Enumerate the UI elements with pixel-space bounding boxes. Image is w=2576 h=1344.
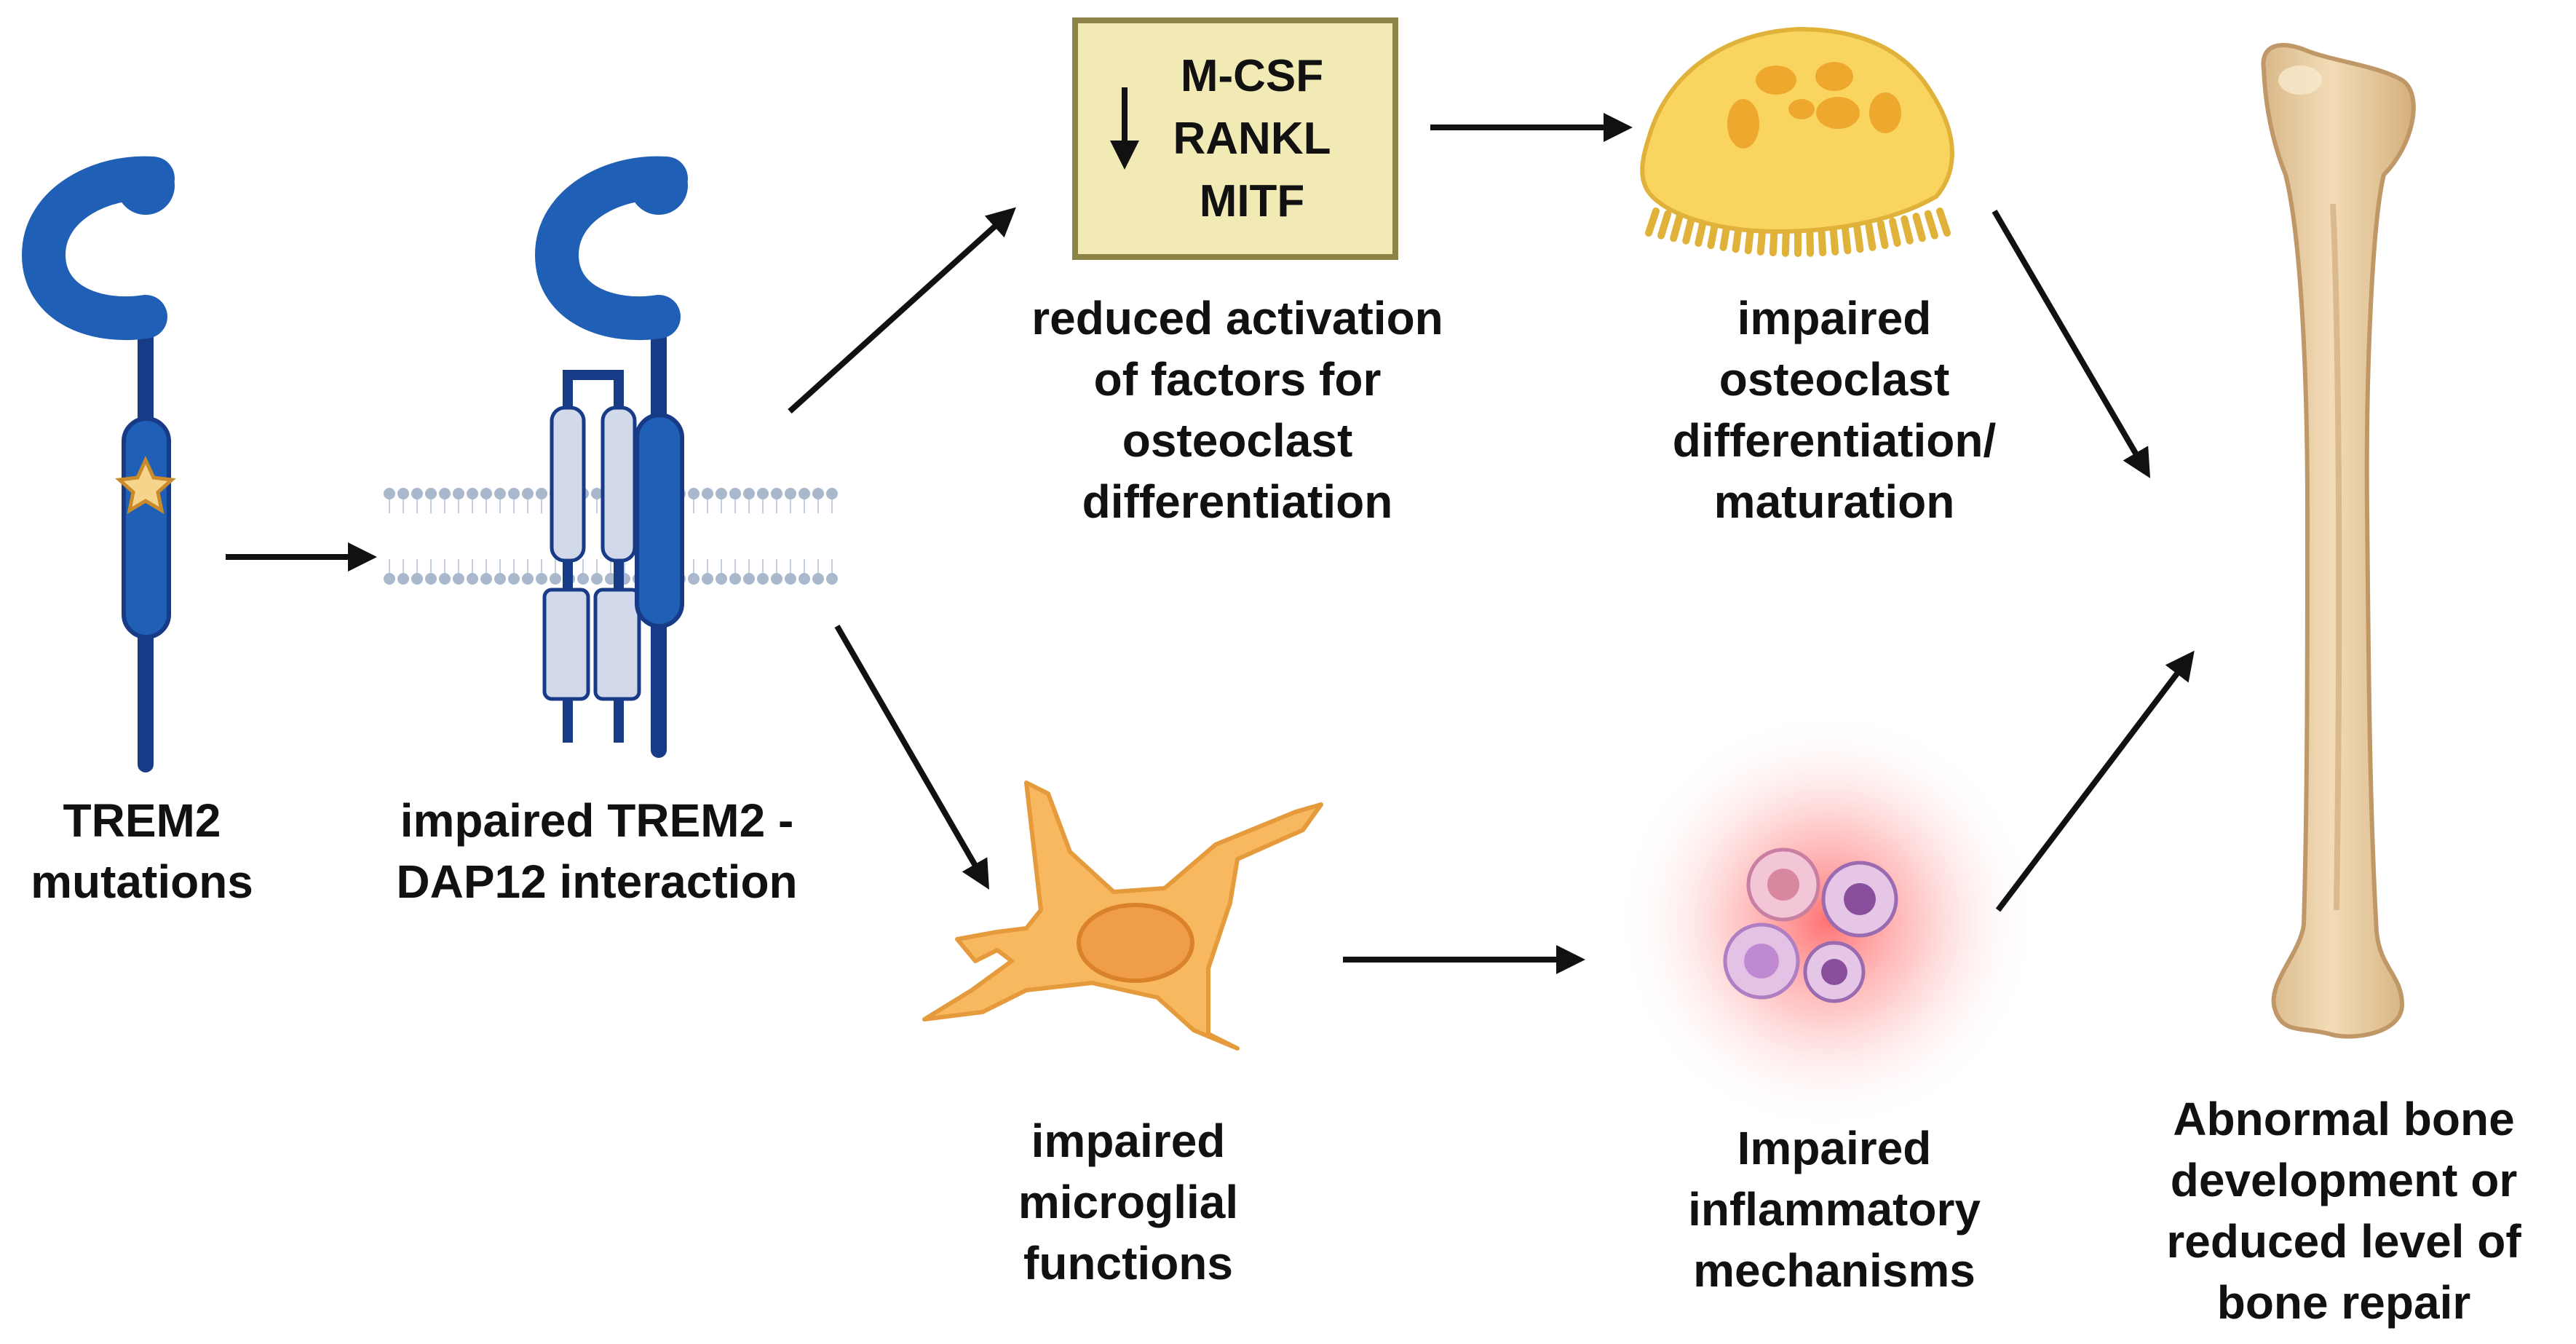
lipid-head [425,573,437,585]
lipid-head [453,488,464,499]
lipid-head [688,488,700,499]
microglia-icon [922,780,1323,1051]
osteoclast-villus [1695,218,1707,247]
osteoclast-villus [1657,210,1672,240]
osteoclast-villus [1682,215,1695,245]
lipid-head [798,573,810,585]
inflammation-icon [1616,710,2038,1132]
label-impaired-interaction: impaired TREM2 - DAP12 interaction [396,794,798,908]
lipid-head [397,488,409,499]
osteoclast-villus [1756,226,1767,256]
lipid-head [716,488,727,499]
lipid-head [411,573,423,585]
lipid-head [716,573,727,585]
label-reduced-activation: reduced activation of factors for osteoc… [1031,292,1443,528]
lipid-head [812,488,824,499]
dap12-dimer-icon [542,370,641,743]
lipid-head [771,488,782,499]
label-impaired-microglial: impaired microglial functions [1018,1115,1239,1289]
osteoclast-villus [1865,221,1876,251]
label-impaired-inflammatory: Impaired inflammatory mechanisms [1688,1122,1981,1297]
lipid-head [439,573,451,585]
osteoclast-villus [1645,207,1660,237]
osteoclast-villus [1912,213,1926,242]
arrow-interaction-to-factors [788,207,1016,414]
osteoclast-icon [1640,26,1954,257]
bone-icon [2261,43,2416,1039]
lipid-head [729,573,741,585]
lipid-head [702,488,713,499]
lipid-head [494,573,506,585]
arrow-osteoclast-to-bone [1992,209,2151,478]
arrow-inflammation-to-bone [1995,650,2195,912]
lipid-head [577,573,589,585]
lipid-head [798,488,810,499]
trem2-receptor-membrane-icon [534,156,688,758]
lipid-head [439,488,451,499]
label-impaired-osteoclast: impaired osteoclast differentiation/ mat… [1672,292,1997,528]
osteoclast-villus [1936,207,1951,237]
lipid-head [536,573,547,585]
factor-mcsf: M-CSF [1180,51,1324,101]
osteoclast-villus [1769,227,1778,257]
osteoclast-villus [1842,225,1852,255]
lipid-head [812,573,824,585]
osteoclast-villus [1670,213,1684,242]
factor-box [1072,17,1398,260]
factor-rankl: RANKL [1173,114,1331,164]
lipid-head [384,488,395,499]
lipid-head [743,573,755,585]
lipid-head [467,573,478,585]
arrow-interaction-to-microglia [834,624,990,890]
lipid-head [743,488,755,499]
lipid-head [522,573,534,585]
lipid-head [508,488,520,499]
osteoclast-villus [1889,218,1901,247]
lipid-head [757,488,769,499]
lipid-head [757,573,769,585]
lipid-head [453,573,464,585]
label-trem2-mutations: TREM2 mutations [31,794,253,908]
label-abnormal-bone: Abnormal bone development or reduced lev… [2166,1093,2521,1329]
lipid-head [397,573,409,585]
lipid-head [771,573,782,585]
lipid-head [785,488,796,499]
lipid-head [467,488,478,499]
factor-mitf: MITF [1199,176,1305,226]
lipid-head [591,573,603,585]
factor-list: M-CSF RANKL MITF [1165,45,1339,233]
osteoclast-villus [1876,220,1889,250]
lipid-head [480,488,492,499]
lipid-head [591,488,603,499]
lipid-head [826,573,838,585]
lipid-head [702,573,713,585]
mutation-star-icon [115,455,176,515]
osteoclast-villus [1924,210,1938,240]
lipid-head [411,488,423,499]
lipid-head [536,488,547,499]
lipid-head [425,488,437,499]
lipid-head [384,573,395,585]
trem2-receptor-icon [21,156,176,772]
lipid-head [688,573,700,585]
osteoclast-villus [1829,226,1839,256]
lipid-head [826,488,838,499]
lipid-head [522,488,534,499]
osteoclast-villus [1853,224,1864,253]
lipid-head [785,573,796,585]
osteoclast-villus [1818,227,1827,257]
lipid-head [550,573,561,585]
lipid-head [729,488,741,499]
lipid-head [494,488,506,499]
lipid-head [508,573,520,585]
lipid-head [480,573,492,585]
osteoclast-villus [1901,215,1914,245]
